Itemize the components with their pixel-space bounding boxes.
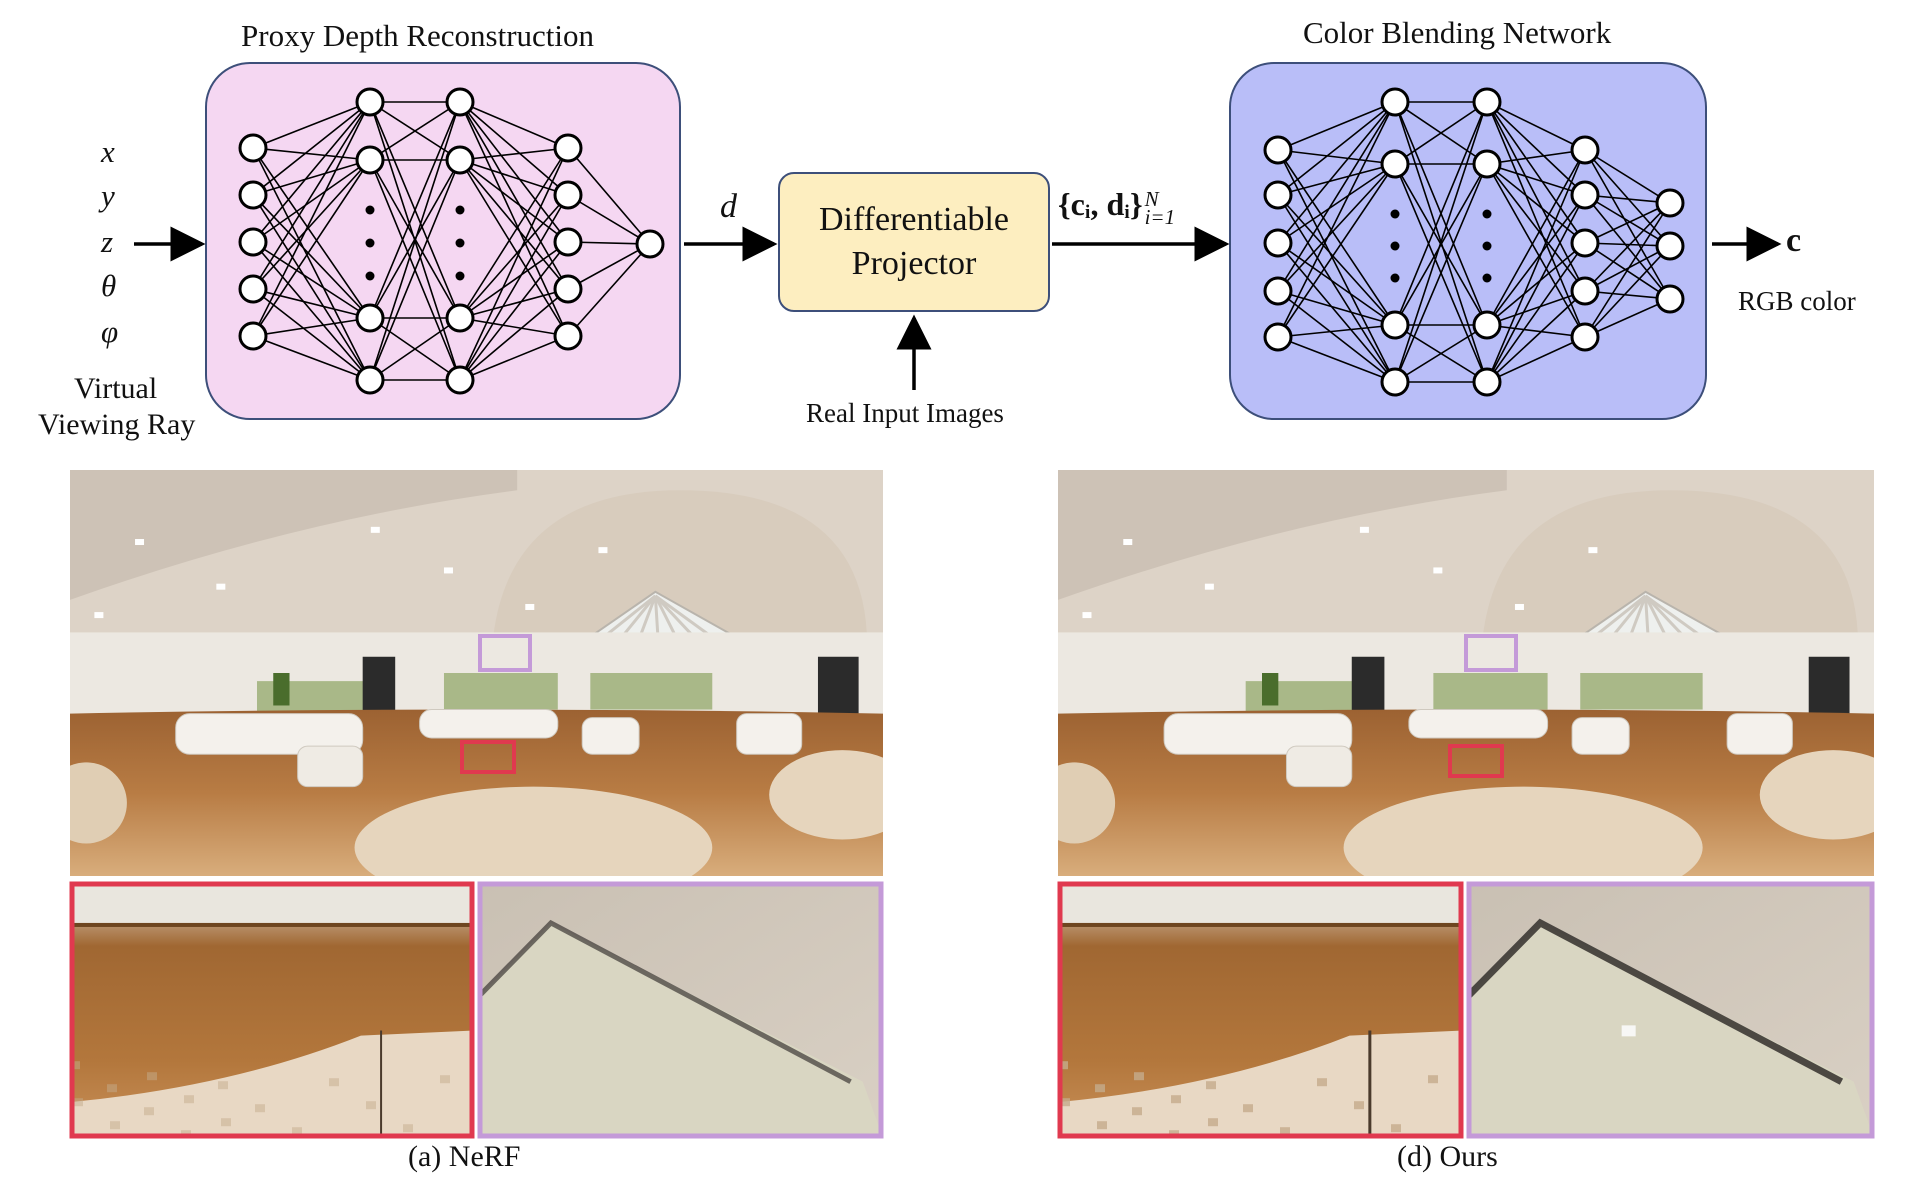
color-node [1570, 180, 1600, 210]
color-ellipsis-dot [1482, 273, 1492, 283]
input-y: y [101, 178, 115, 213]
proxy-node [635, 229, 665, 259]
proxy-node [553, 274, 583, 304]
color-node [1263, 322, 1293, 352]
color-network-edges [1277, 101, 1671, 383]
proxy-node [553, 227, 583, 257]
real-input-images-label: Real Input Images [806, 398, 1004, 428]
color-node [1472, 367, 1502, 397]
color-node [1570, 228, 1600, 258]
proxy-node [238, 180, 268, 210]
proxy-ellipsis-dot [455, 205, 465, 215]
color-ellipsis-dot [1482, 209, 1492, 219]
proxy-node [445, 365, 475, 395]
ours-caption: (d) Ours [1397, 1140, 1498, 1173]
color-node [1263, 276, 1293, 306]
proxy-ellipsis-dot [455, 271, 465, 281]
purple-highlight-box [478, 634, 532, 672]
color-node [1655, 188, 1685, 218]
proxy-node [238, 227, 268, 257]
proxy-node [553, 180, 583, 210]
color-network-box [1229, 62, 1707, 420]
color-network-nodes [1263, 87, 1685, 397]
color-node [1472, 87, 1502, 117]
color-ellipsis-dot [1482, 241, 1492, 251]
input-theta: θ [101, 268, 117, 303]
samples-subscript: i=1 [1144, 204, 1176, 229]
proxy-node [355, 145, 385, 175]
proxy-network-box [205, 62, 681, 420]
input-caption-line2: Viewing Ray [38, 408, 196, 441]
proxy-ellipsis-dot [365, 238, 375, 248]
proxy-node [553, 321, 583, 351]
color-ellipsis-dot [1390, 241, 1400, 251]
proxy-node [445, 303, 475, 333]
color-ellipsis-dot [1390, 209, 1400, 219]
zoom-crops [69, 881, 1875, 1139]
nerf-panorama [70, 470, 883, 876]
proxy-node [238, 274, 268, 304]
red-highlight-box [1448, 744, 1504, 778]
input-phi: φ [101, 314, 119, 349]
color-node [1380, 367, 1410, 397]
projector-label-line1: Differentiable [818, 201, 1010, 238]
red-highlight-box [460, 740, 516, 774]
input-z: z [101, 224, 114, 259]
proxy-ellipsis-dot [365, 205, 375, 215]
color-node [1263, 180, 1293, 210]
color-node [1380, 87, 1410, 117]
proxy-node [355, 87, 385, 117]
purple-zoom-crop [477, 881, 884, 1139]
color-node [1263, 135, 1293, 165]
nerf-caption: (a) NeRF [408, 1140, 521, 1173]
proxy-network-edges [252, 101, 651, 381]
color-node [1570, 322, 1600, 352]
color-node [1570, 276, 1600, 306]
color-node [1655, 284, 1685, 314]
purple-zoom-crop [1466, 881, 1875, 1139]
red-zoom-crop [69, 881, 475, 1139]
input-caption-line1: Virtual [74, 372, 158, 405]
purple-highlight-box [1464, 634, 1518, 672]
output-caption: RGB color [1738, 286, 1856, 316]
color-node [1472, 310, 1502, 340]
color-node [1380, 149, 1410, 179]
color-ellipsis-dot [1390, 273, 1400, 283]
input-x: x [101, 134, 115, 169]
proxy-network-title: Proxy Depth Reconstruction [241, 18, 595, 53]
samples-superscript: N [1144, 186, 1159, 211]
differentiable-projector: Differentiable Projector [778, 172, 1050, 312]
proxy-ellipsis-dot [365, 271, 375, 281]
proxy-ellipsis-dot [455, 238, 465, 248]
proxy-node [445, 87, 475, 117]
proxy-node [445, 145, 475, 175]
color-node [1263, 228, 1293, 258]
samples-set: {cᵢ, dᵢ} [1058, 186, 1143, 222]
proxy-node [355, 365, 385, 395]
color-network-title: Color Blending Network [1303, 15, 1612, 50]
color-node [1570, 135, 1600, 165]
projector-label-line2: Projector [851, 245, 977, 282]
ours-panorama [1058, 470, 1874, 876]
proxy-node [238, 133, 268, 163]
proxy-network-nodes [238, 87, 665, 395]
depth-label: d [720, 188, 737, 225]
color-node [1472, 149, 1502, 179]
color-node [1655, 231, 1685, 261]
proxy-node [355, 303, 385, 333]
output-symbol: c [1786, 222, 1802, 259]
proxy-node [238, 321, 268, 351]
red-zoom-crop [1057, 881, 1464, 1139]
proxy-node [553, 133, 583, 163]
color-node [1380, 310, 1410, 340]
